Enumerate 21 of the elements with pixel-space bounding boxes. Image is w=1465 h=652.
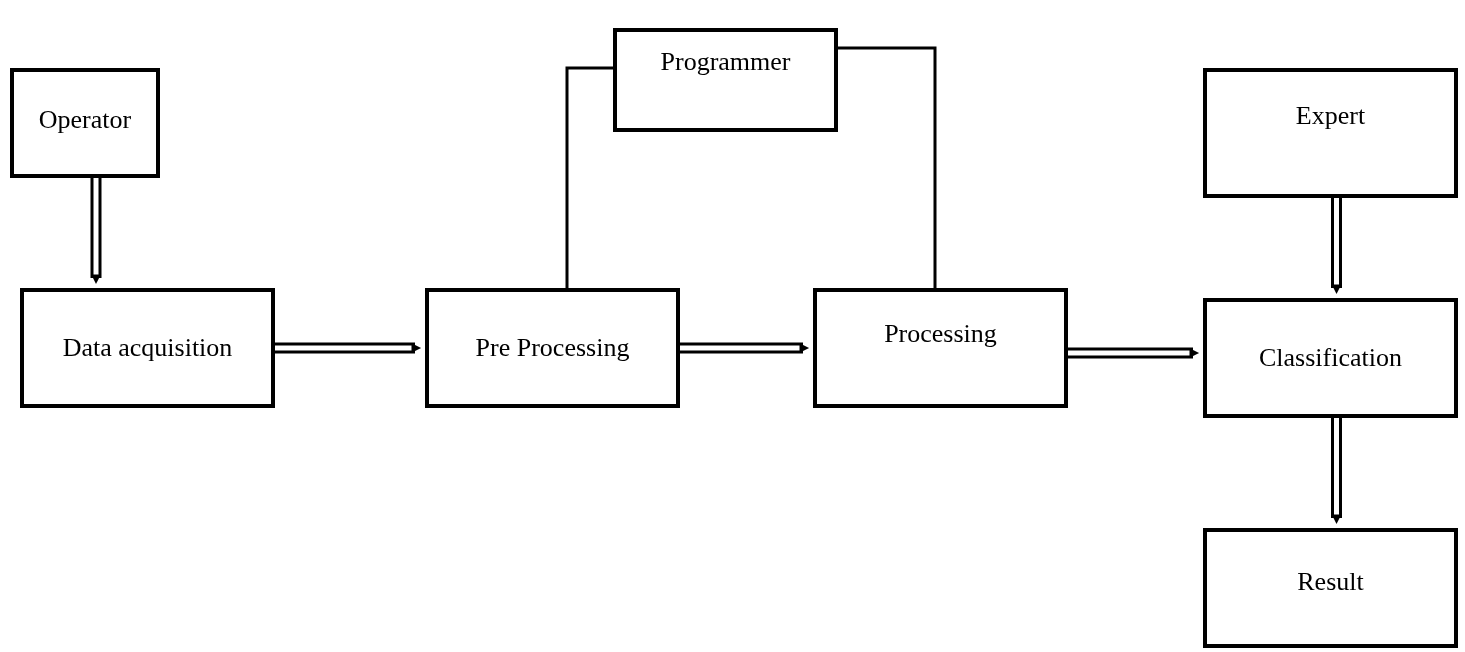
- box-label: Classification: [1259, 343, 1402, 373]
- connector-line: [565, 66, 613, 288]
- double-arrow: [1331, 196, 1342, 295]
- process-box: [10, 68, 160, 178]
- double-arrow: [90, 176, 102, 285]
- process-box: [613, 28, 838, 132]
- box-label: Data acquisition: [62, 333, 233, 363]
- connector-line: [838, 46, 937, 288]
- box-label: Programmer: [660, 48, 791, 77]
- box-label: Processing: [884, 320, 997, 349]
- process-box: [20, 288, 275, 408]
- box-label: Expert: [1295, 102, 1366, 131]
- box-label: Pre Processing: [475, 333, 630, 363]
- process-box: [425, 288, 680, 408]
- box-label: Result: [1297, 568, 1364, 597]
- process-box: [813, 288, 1068, 408]
- process-box: [1203, 298, 1458, 418]
- box-label: Operator: [38, 106, 132, 135]
- process-box: [1203, 528, 1458, 648]
- double-arrow: [1331, 416, 1342, 525]
- process-box: [1203, 68, 1458, 198]
